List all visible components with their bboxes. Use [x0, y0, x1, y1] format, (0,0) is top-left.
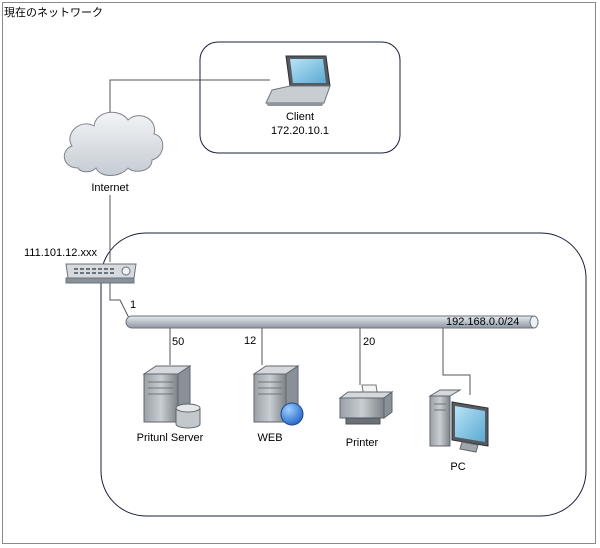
router-lan-link [109, 282, 131, 321]
pc-icon [428, 389, 489, 453]
printer-port-label: 20 [363, 336, 376, 348]
web-server-icon [252, 365, 304, 426]
diagram-title: 現在のネットワーク [4, 7, 103, 19]
internet-label: Internet [91, 182, 129, 194]
network-bus [125, 315, 539, 329]
lan-group-box [100, 232, 587, 517]
pritunl-port-label: 50 [172, 336, 185, 348]
laptop-icon [265, 55, 331, 106]
web-server-label: WEB [257, 432, 283, 444]
client-group-box [199, 41, 401, 154]
pritunl-server-icon [142, 365, 201, 429]
router-port-label: 1 [130, 299, 137, 311]
pc-label: PC [450, 461, 466, 473]
printer-icon [338, 384, 394, 425]
internet-cloud-icon [63, 111, 164, 176]
client-internet-link [109, 79, 270, 112]
pc-link [442, 325, 471, 395]
pritunl-server-label: Pritunl Server [136, 432, 204, 444]
printer-label: Printer [345, 437, 379, 449]
client-name: Client [285, 111, 315, 123]
router-ip: 111.101.12.xxx [24, 247, 97, 259]
router-icon [65, 263, 137, 284]
diagram-frame [2, 2, 596, 544]
subnet-label: 192.168.0.0/24 [446, 316, 520, 328]
client-ip: 172.20.10.1 [270, 125, 330, 137]
web-port-label: 12 [244, 335, 257, 347]
